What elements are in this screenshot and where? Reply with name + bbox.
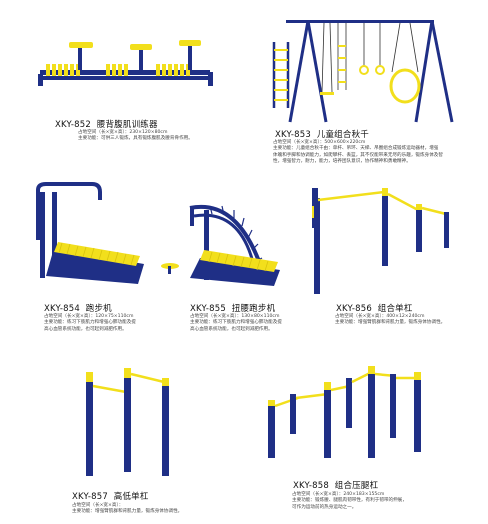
product-model: XKY-857 [72, 492, 108, 502]
product-description: 占地空间（长×宽×高）：230×120×80cm 主要功能：可供三人锻炼，具有锻… [78, 130, 193, 143]
spec-line: 主要功能：增强臂肌群和背肌力量，锻炼身体协调性。 [335, 320, 446, 326]
product-model: XKY-855 [190, 304, 226, 314]
product-description: 占地空间（长×宽×高）：240×183×155cm 主要功能：锻炼腰、腿肌肉韧带… [292, 492, 407, 511]
product-model: XKY-854 [44, 304, 80, 314]
waist-twist-treadmill-image [161, 204, 280, 286]
product-model: XKY-858 [293, 481, 329, 491]
spec-line: 占地空间（长×宽×高）： [72, 503, 124, 508]
treadmill-image [36, 182, 144, 284]
product-name: 儿童组合秋千 [316, 130, 369, 140]
product-description: 占地空间（长×宽×高）：130×80×110cm 主要功能：练习下肢肌力和增强心… [190, 314, 282, 333]
product-description: 占地空间（长×宽×高）：500×600×220cm 主要功能：儿童组合秋千由：单… [273, 140, 443, 166]
spec-line: 主要功能：可供三人锻炼，具有锻炼腹肌及腰背骨作用。 [78, 136, 193, 142]
product-title: XKY-856 组合单杠 [336, 302, 413, 314]
product-title: XKY-854 跑步机 [44, 302, 112, 314]
product-title: XKY-852 腰背腹肌训练器 [55, 118, 158, 130]
back-abdominal-trainer-image [38, 40, 213, 86]
spec-line: 高心血管系统功能，也可起到减肥作用。 [190, 326, 273, 332]
high-low-bar-image [86, 368, 169, 476]
spec-line: 主要功能：练习下肢肌力和增强心肺功能及提 [190, 320, 282, 326]
spec-line: 主要功能：增强臂肌群和背肌力量，锻炼身体协调性。 [72, 509, 183, 515]
spec-line: 占地空间（长×宽×高）：500×600×220cm [273, 140, 366, 145]
spec-line: 主要功能：练习下肢肌力和增强心肺功能及提 [44, 320, 136, 326]
spec-line: 占地空间（长×宽×高）：240×183×155cm [292, 492, 385, 497]
spec-line: 主要功能：锻炼腰、腿肌肉韧带性，有利于韧带的伸展， [292, 498, 407, 504]
product-model: XKY-856 [336, 304, 372, 314]
spec-line: 性，增强智力，耐力，能力，培养团队意识，协作精神和勇敢精神。 [273, 159, 411, 165]
leg-stretch-bar-image [268, 366, 421, 458]
product-name: 腰背腹肌训练器 [96, 120, 158, 130]
product-name: 组合压腿杠 [334, 481, 379, 491]
product-title: XKY-855 扭腰跑步机 [190, 302, 275, 314]
product-description: 占地空间（长×宽×高）：400×12×240cm 主要功能：增强臂肌群和背肌力量… [335, 314, 445, 327]
spec-line: 占地空间（长×宽×高）：130×80×110cm [190, 314, 280, 319]
product-model: XKY-853 [275, 130, 311, 140]
product-model: XKY-852 [55, 120, 91, 130]
product-description: 占地空间（长×宽×高）：120×75×110cm 主要功能：练习下肢肌力和增强心… [44, 314, 136, 333]
product-name: 组合单杠 [377, 304, 413, 314]
product-title: XKY-853 儿童组合秋千 [275, 128, 369, 140]
product-description: 占地空间（长×宽×高）： 主要功能：增强臂肌群和背肌力量，锻炼身体协调性。 [72, 503, 182, 516]
spec-line: 体魄和手脚和协调能力，如爬攀杆、丢篮，其不仅能带来无尽的乐趣，锻炼身体及智 [273, 152, 443, 158]
spec-line: 高心血管系统功能，也可起到减肥作用。 [44, 326, 127, 332]
product-title: XKY-858 组合压腿杠 [293, 479, 378, 491]
spec-line: 占地空间（长×宽×高）：120×75×110cm [44, 314, 134, 319]
spec-line: 主要功能：儿童组合秋千由：单杆、吊环、天梯、吊圈组合成锻炼运动器材，增强 [273, 146, 439, 152]
children-swing-set-image [272, 20, 454, 123]
spec-line: 占地空间（长×宽×高）：230×120×80cm [78, 130, 168, 135]
product-name: 跑步机 [85, 304, 112, 314]
combined-horizontal-bar-image [312, 188, 449, 294]
spec-line: 占地空间（长×宽×高）：400×12×240cm [335, 314, 425, 319]
product-title: XKY-857 高低单杠 [72, 490, 149, 502]
product-name: 高低单杠 [113, 492, 149, 502]
product-name: 扭腰跑步机 [231, 304, 276, 314]
spec-line: 可作为运动前的热身运动之一。 [292, 504, 357, 510]
